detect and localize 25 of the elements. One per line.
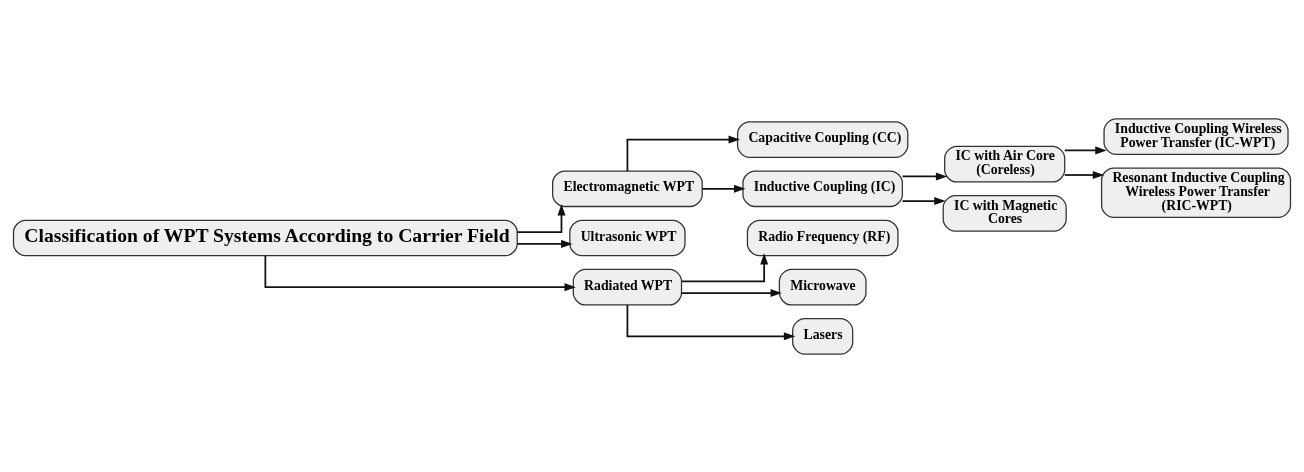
- node-box: Capacitive Coupling (CC): [736, 120, 909, 158]
- arrow: [626, 135, 740, 172]
- node-box: Lasers: [792, 317, 854, 355]
- node-box: Radio Frequency (RF): [746, 219, 899, 256]
- node-box: Resonant Inductive Coupling Wireless Power Transfer (RIC-WPT): [1100, 167, 1292, 218]
- arrow: [701, 184, 746, 193]
- node-box: Electromagnetic WPT: [552, 169, 703, 207]
- node-box: Classification of WPT Systems According to Carrier Field: [12, 219, 518, 256]
- arrow: [516, 203, 566, 233]
- arrow: [626, 303, 796, 340]
- arrow: [680, 252, 769, 282]
- arrow: [264, 254, 576, 291]
- arrow: [516, 239, 573, 248]
- arrow: [680, 288, 782, 297]
- arrow: [1063, 170, 1105, 179]
- arrow: [1063, 145, 1107, 154]
- node-box: Radiated WPT: [572, 268, 683, 305]
- node-box: Inductive Coupling Wireless Power Transfer (IC-WPT): [1103, 117, 1289, 155]
- node-box: Microwave: [778, 268, 867, 305]
- arrow: [901, 172, 948, 180]
- node-box: IC with Magnetic Cores: [942, 194, 1067, 232]
- arrow: [901, 196, 946, 205]
- node-box: Inductive Coupling (IC): [742, 169, 903, 207]
- node-box: IC with Air Core (Coreless): [944, 145, 1066, 183]
- node-box: Ultrasonic WPT: [569, 219, 686, 256]
